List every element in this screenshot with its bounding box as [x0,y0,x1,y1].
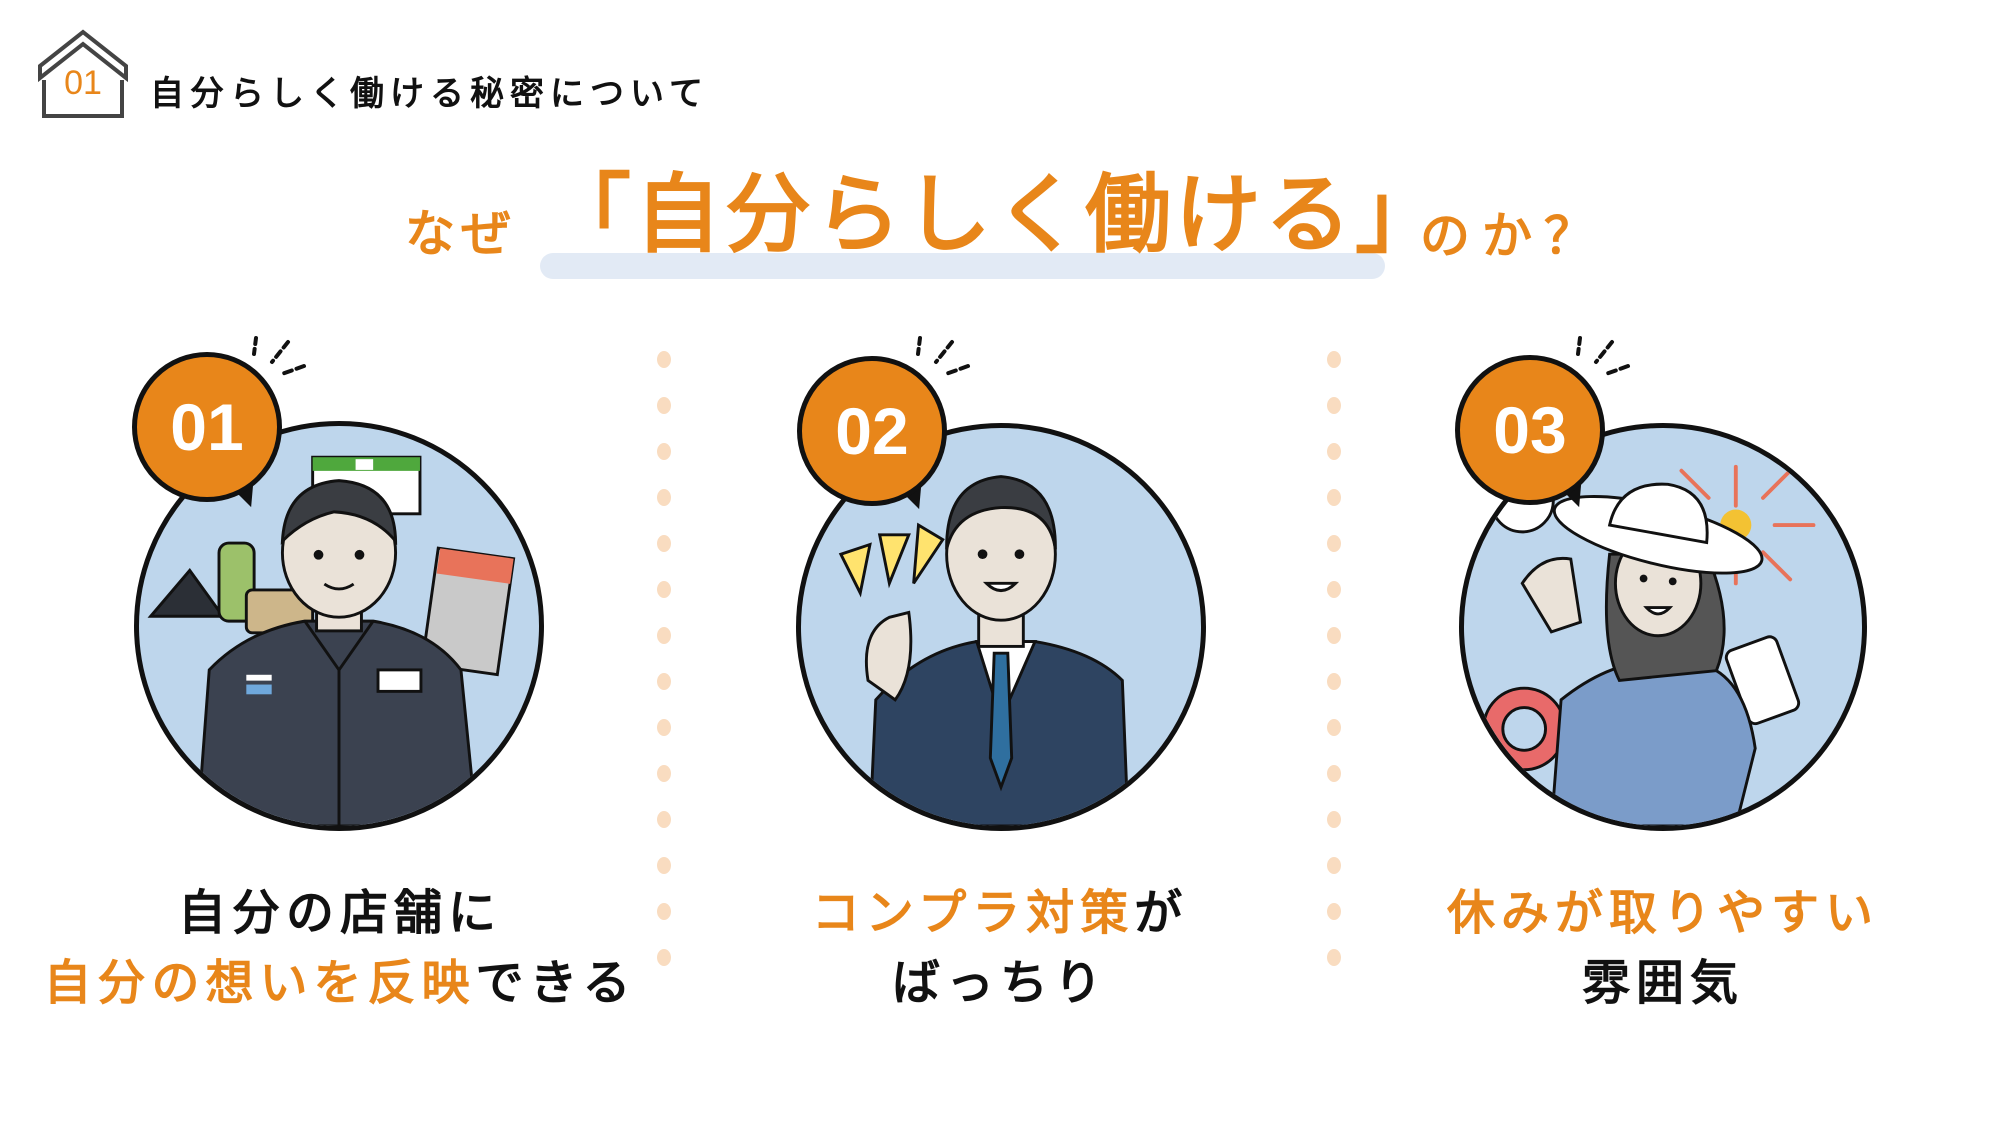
caption-line-1: コンプラ対策が [811,885,1189,941]
caption-line-2: ばっちり [891,955,1108,1011]
sparkle-icon [916,336,970,376]
number-badge-3: 03 [1455,355,1605,505]
number-badge-2: 02 [797,356,947,506]
caption-line-2: 雰囲気 [1581,955,1744,1011]
section-title: 自分らしく働ける秘密について [150,74,709,114]
sparkle-icon [1576,336,1630,376]
caption-line-2: 自分の想いを反映できる [43,955,637,1011]
sparkle-icon [252,336,306,376]
house-icon [38,29,128,118]
section-number: 01 [64,64,102,102]
headline-suffix: のか？ [1420,207,1606,265]
dotted-divider-2 [1327,351,1343,995]
headline-highlight [540,253,1385,279]
point-3-caption: 休みが取りやすい 雰囲気 [1363,878,1963,1018]
dotted-divider-1 [657,351,673,995]
headline-emphasis: 「自分らしく働ける」 [545,165,1445,265]
caption-line-1: 休みが取りやすい [1446,885,1879,941]
number-badge-1: 01 [132,352,282,502]
caption-line-1: 自分の店舗に [177,885,502,941]
point-2-caption: コンプラ対策が ばっちり [700,878,1300,1018]
headline-prefix: なぜ [405,205,517,263]
point-1-caption: 自分の店舗に 自分の想いを反映できる [40,878,640,1018]
